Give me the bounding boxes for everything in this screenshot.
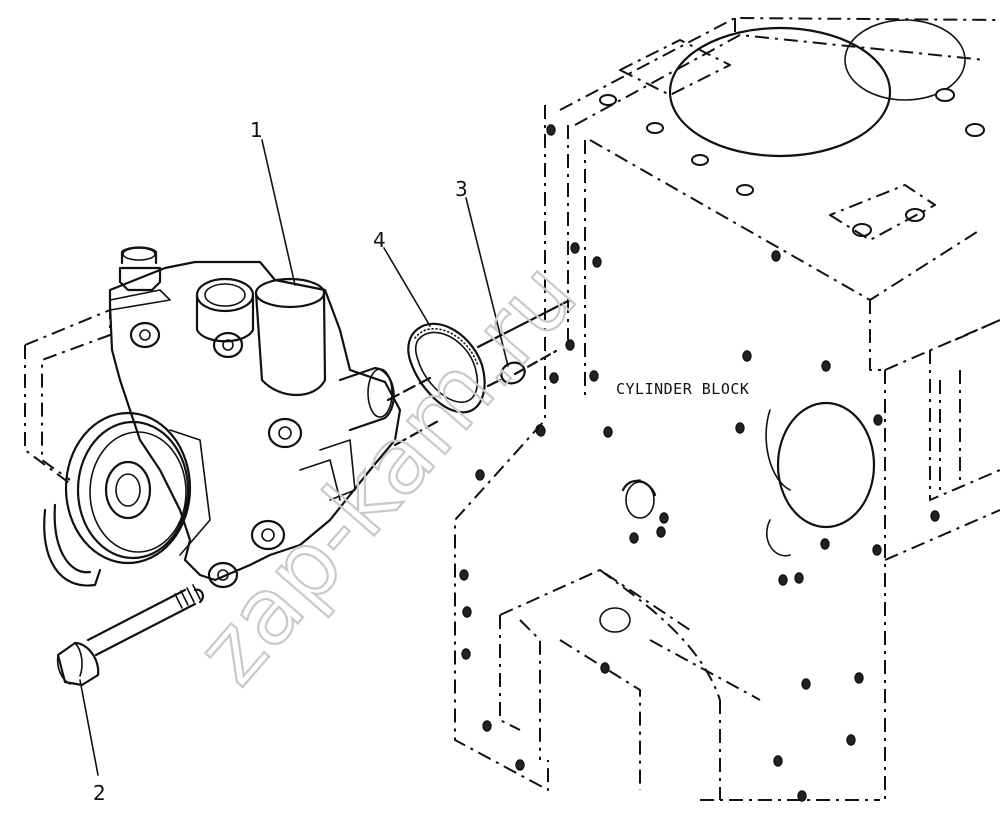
alignment-lines [386,298,572,447]
bolt [56,584,204,687]
cylinder-block-label: CYLINDER BLOCK [616,380,749,398]
water-pump [24,246,402,589]
callout-4: 4 [373,228,386,252]
callout-2: 2 [93,781,106,805]
callout-leaders [79,139,509,776]
callout-1: 1 [250,118,263,142]
cylinder-block [454,17,1000,802]
cylinder-bore [668,26,892,158]
gasket [407,322,486,414]
pump-pulley [64,411,192,565]
o-ring [500,361,526,385]
front-bore [776,401,876,529]
callout-3: 3 [455,177,468,201]
